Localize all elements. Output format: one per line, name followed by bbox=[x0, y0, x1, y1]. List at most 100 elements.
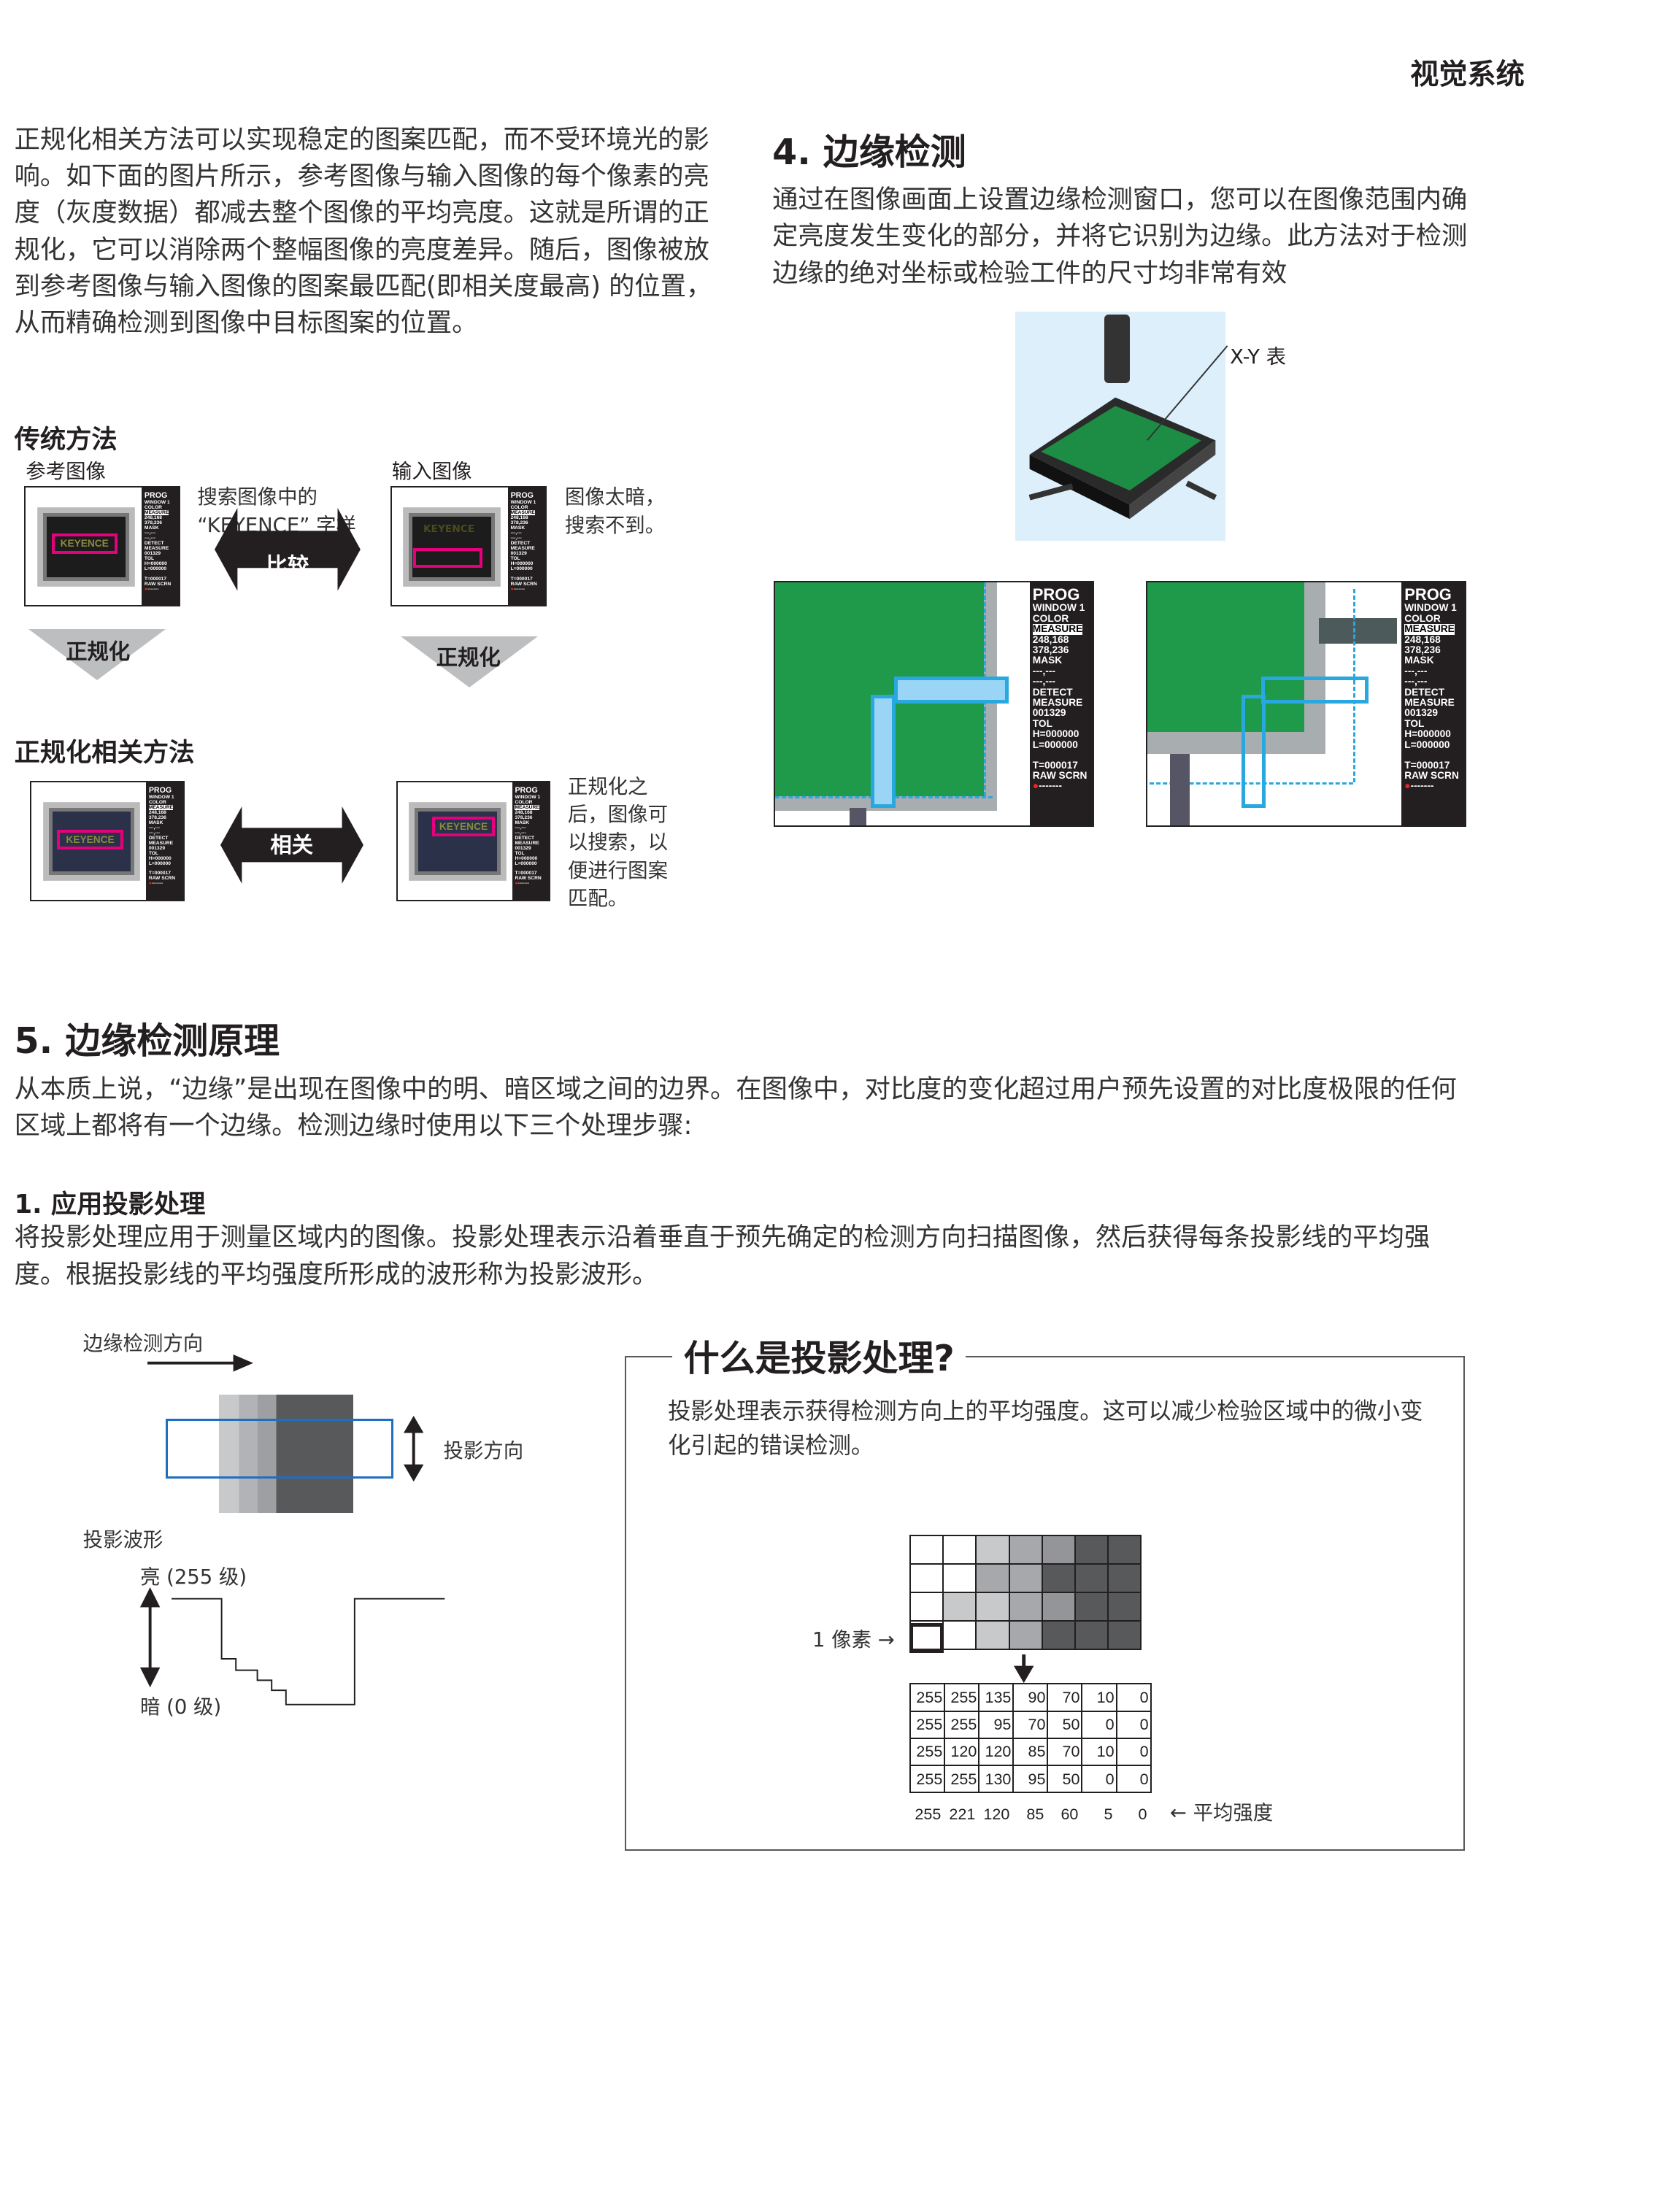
menu-item-dash: ---,--- bbox=[1032, 676, 1055, 687]
normalize-arrow-icon bbox=[28, 629, 166, 680]
menu-item-mask: MASK bbox=[510, 525, 526, 531]
menu-item-detect: DETECT bbox=[510, 541, 531, 547]
pixel-cell bbox=[909, 1591, 944, 1622]
menu-item-dash: ---,--- bbox=[515, 830, 526, 836]
direction-label: 边缘检测方向 bbox=[82, 1333, 204, 1356]
menu-item-window: WINDOW 1 bbox=[144, 500, 170, 506]
value-cell: 255 bbox=[909, 1710, 946, 1739]
menu-item-t: T=000017 bbox=[144, 576, 167, 582]
pixel-grid bbox=[909, 1534, 1142, 1651]
pixel-cell bbox=[1074, 1534, 1109, 1565]
value-cell: 255 bbox=[944, 1683, 980, 1712]
pixel-cell bbox=[1074, 1562, 1109, 1593]
search-box bbox=[413, 547, 482, 569]
value-cell: 10 bbox=[1081, 1737, 1117, 1767]
menu-item-t: T=000017 bbox=[510, 576, 533, 582]
pixel-cell bbox=[942, 1562, 977, 1593]
menu-item-tol: TOL bbox=[510, 556, 520, 562]
value-cell: 0 bbox=[1115, 1737, 1152, 1767]
menu-item-dash: ---,--- bbox=[510, 536, 522, 542]
value-cell: 70 bbox=[1047, 1683, 1083, 1712]
menu-item-l: L=000000 bbox=[1032, 739, 1078, 750]
menu-item-detect: DETECT bbox=[515, 835, 535, 841]
normalize-label: 正规化 bbox=[66, 639, 131, 665]
section-header: 视觉系统 bbox=[1410, 58, 1525, 91]
value-cell: 70 bbox=[1047, 1737, 1083, 1767]
menu-item-raw: RAW SCRN bbox=[144, 581, 172, 587]
menu-item-c2: 378,236 bbox=[1404, 644, 1441, 656]
menu-item-dash: ---,--- bbox=[1032, 665, 1055, 677]
value-cell: 120 bbox=[944, 1737, 980, 1767]
average-value: 221 bbox=[949, 1804, 976, 1823]
box-desc: 投影处理表示获得检测方向上的平均强度。这可以减少检验区域中的微小变化引起的错误检… bbox=[668, 1398, 1423, 1459]
menu-item-c1: 248,168 bbox=[144, 515, 162, 521]
pixel-cell bbox=[975, 1620, 1010, 1651]
menu-item-measure: MEASURE bbox=[510, 510, 535, 516]
menu-item-val: 001329 bbox=[1032, 707, 1066, 719]
menu-item-prog: PROG bbox=[515, 785, 538, 795]
menu-item-prog: PROG bbox=[148, 785, 172, 795]
menu-item-raw: RAW SCRN bbox=[1404, 770, 1459, 782]
pixel-cell bbox=[1106, 1562, 1142, 1593]
bright-label: 亮 (255 级) bbox=[140, 1565, 247, 1589]
correlate-arrow-icon bbox=[220, 806, 363, 884]
pixel-highlight bbox=[909, 1623, 944, 1654]
menu-item-dash: ---,--- bbox=[144, 536, 156, 542]
ncc-note: 正规化之后，图像可以搜索，以便进行图案匹配。 bbox=[567, 776, 669, 910]
menu-item-measure2: MEASURE bbox=[515, 840, 539, 846]
menu-item-val: 001329 bbox=[148, 845, 166, 851]
value-cell: 130 bbox=[978, 1765, 1015, 1794]
menu-item-window: WINDOW 1 bbox=[515, 794, 541, 800]
waveform-label: 投影波形 bbox=[82, 1528, 163, 1552]
average-value: 85 bbox=[1026, 1804, 1044, 1823]
menu-item-window: WINDOW 1 bbox=[510, 500, 536, 506]
menu-item-mask: MASK bbox=[515, 820, 530, 825]
menu-item-val: 001329 bbox=[1404, 707, 1438, 719]
pixel-cell bbox=[1041, 1620, 1076, 1651]
menu-item-val: 001329 bbox=[510, 551, 527, 557]
normalize-arrow-icon bbox=[400, 636, 538, 687]
menu-item-mask: MASK bbox=[144, 525, 159, 531]
dark-logo: KEYENCE bbox=[423, 523, 475, 536]
right-arrow-icon bbox=[147, 1354, 253, 1372]
menu-item-mask: MASK bbox=[1404, 655, 1434, 666]
menu-item-prog: PROG bbox=[144, 491, 168, 501]
menu-item-l: L=000000 bbox=[1404, 739, 1450, 750]
menu-item-val: 001329 bbox=[515, 845, 531, 851]
menu-item-t: T=000017 bbox=[515, 871, 537, 876]
menu-item-h: H=000000 bbox=[148, 855, 172, 861]
dark-label: 暗 (0 级) bbox=[140, 1696, 222, 1719]
normalize-label: 正规化 bbox=[436, 644, 501, 670]
average-value: 5 bbox=[1104, 1804, 1113, 1823]
menu-item-raw: RAW SCRN bbox=[515, 876, 542, 882]
pixel-cell bbox=[1106, 1591, 1142, 1622]
logo-match-box: KEYENCE bbox=[57, 829, 123, 850]
menu-item-l: L=000000 bbox=[144, 566, 167, 572]
menu-item-tol: TOL bbox=[144, 556, 155, 562]
pixel-cell bbox=[1106, 1620, 1142, 1651]
menu-item-dash: ---,--- bbox=[510, 531, 522, 536]
pixel-cell bbox=[909, 1534, 944, 1565]
menu-item-color: COLOR bbox=[1404, 612, 1441, 624]
pixel-cell bbox=[1041, 1591, 1076, 1622]
menu-item-c1: 248,168 bbox=[515, 809, 533, 815]
menu-item-measure2: MEASURE bbox=[144, 546, 169, 552]
value-cell: 0 bbox=[1081, 1765, 1117, 1794]
menu-item-color: COLOR bbox=[515, 799, 533, 805]
menu-item-tol: TOL bbox=[1032, 717, 1052, 729]
menu-item-raw: RAW SCRN bbox=[510, 581, 537, 587]
pixel-cell bbox=[1041, 1562, 1076, 1593]
menu-item-c2: 378,236 bbox=[515, 814, 533, 820]
menu-item-t: T=000017 bbox=[1404, 759, 1450, 771]
pixel-cell bbox=[975, 1534, 1010, 1565]
menu-item-c2: 378,236 bbox=[148, 814, 166, 820]
